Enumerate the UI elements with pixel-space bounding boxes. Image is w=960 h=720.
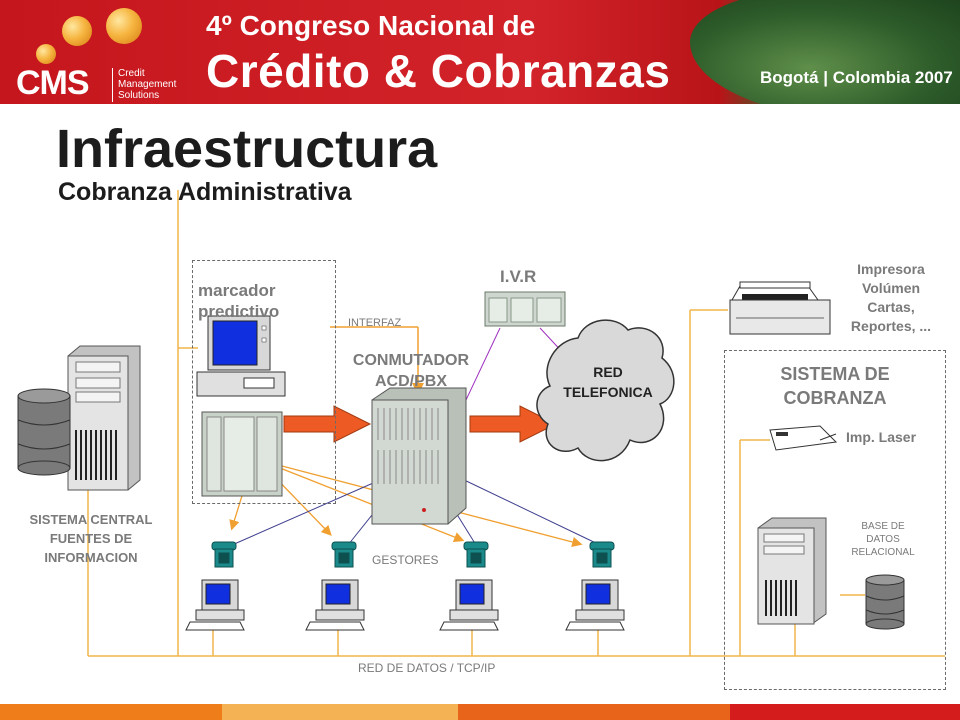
banner-decoration xyxy=(690,0,960,104)
base-datos-label-line: DATOS xyxy=(866,534,900,545)
footer-stripe-segment xyxy=(730,704,960,720)
central-database xyxy=(17,388,71,476)
sistema-central-label-line: INFORMACION xyxy=(44,550,138,565)
event-title-line1: 4º Congreso Nacional de xyxy=(206,10,536,41)
logo-ball xyxy=(106,8,142,44)
logo-separator xyxy=(112,68,113,102)
logo-subtitle-line: Management xyxy=(118,79,177,90)
ivr-device xyxy=(484,291,566,327)
telephone-network-cloud xyxy=(536,319,675,462)
footer-stripe-segment xyxy=(458,704,730,720)
marcador-cabinet xyxy=(201,411,283,497)
logo-subtitle-line: Solutions xyxy=(118,90,160,101)
collection-server xyxy=(757,517,827,625)
imp-laser-label: Imp. Laser xyxy=(846,429,917,445)
sistema-central-label-line: FUENTES DE xyxy=(49,531,133,546)
event-title-line2: Crédito & Cobranzas xyxy=(206,45,671,97)
interfaz-label: INTERFAZ xyxy=(348,317,402,329)
footer-stripe xyxy=(0,704,960,720)
event-location: Bogotá | Colombia 2007 xyxy=(760,68,953,87)
gestores-label: GESTORES xyxy=(372,553,439,567)
logo-ball xyxy=(62,16,92,46)
impresora-label-line: Impresora xyxy=(857,261,925,277)
red-telefonica-label-line: RED xyxy=(593,364,623,380)
conmutador-label-line: CONMUTADOR xyxy=(352,352,470,369)
base-datos-label-line: BASE DE xyxy=(861,521,905,532)
sistema-central-label: SISTEMA CENTRAL FUENTES DE INFORMACION xyxy=(8,510,174,567)
cms-logo-subtitle: Credit Management Solutions xyxy=(118,68,188,101)
marcador-computer xyxy=(196,315,286,397)
logo-subtitle-line: Credit xyxy=(118,68,145,79)
marcador-group-box xyxy=(192,260,336,504)
relational-database xyxy=(865,574,905,630)
agent-phones xyxy=(211,541,615,568)
agent-workstations xyxy=(185,579,625,631)
red-datos-label: RED DE DATOS / TCP/IP xyxy=(358,661,496,675)
central-server xyxy=(67,345,141,491)
impresora-label: Impresora Volúmen Cartas, Reportes, ... xyxy=(836,260,946,336)
sistema-cobranza-group-box xyxy=(724,350,946,690)
impresora-label-line: Volúmen xyxy=(861,280,921,296)
sistema-cobranza-label-line: SISTEMA DE xyxy=(780,364,890,384)
data-network-lines xyxy=(87,190,945,657)
marcador-label: marcador predictivo xyxy=(198,281,280,321)
header-banner: CMS Credit Management Solutions 4º Congr… xyxy=(0,0,960,104)
conmutador-cabinet xyxy=(371,387,467,525)
ivr-label: I.V.R xyxy=(500,267,537,286)
laser-printer xyxy=(769,425,838,451)
conmutador-label-line: ACD/PBX xyxy=(374,373,447,390)
impresora-label-line: Cartas, xyxy=(867,299,915,315)
base-datos-label: BASE DE DATOS RELACIONAL xyxy=(840,520,926,559)
footer-stripe-segment xyxy=(222,704,458,720)
sistema-cobranza-label: SISTEMA DE COBRANZA xyxy=(760,362,910,410)
cms-logo-text: CMS xyxy=(16,64,90,102)
slide-title: Infraestructura xyxy=(56,119,438,179)
logo-ball xyxy=(36,44,56,64)
footer-stripe-segment xyxy=(0,704,222,720)
volume-printer xyxy=(729,281,831,335)
conmutador-label: CONMUTADOR ACD/PBX xyxy=(336,350,486,392)
sistema-cobranza-label-line: COBRANZA xyxy=(783,388,887,408)
red-telefonica-label: RED TELEFONICA xyxy=(548,362,668,402)
base-datos-label-line: RELACIONAL xyxy=(851,547,915,558)
slide-subtitle: Cobranza Administrativa xyxy=(58,178,352,206)
sistema-central-label-line: SISTEMA CENTRAL xyxy=(29,512,153,527)
red-telefonica-label-line: TELEFONICA xyxy=(563,384,653,400)
impresora-label-line: Reportes, ... xyxy=(850,318,932,334)
flow-arrows xyxy=(283,405,558,443)
